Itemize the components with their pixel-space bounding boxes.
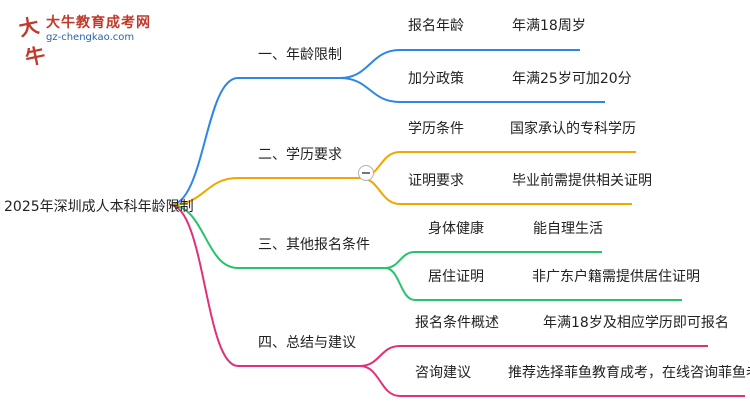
branch-education[interactable]: 二、学历要求 — [258, 147, 342, 163]
branch-age-limit[interactable]: 一、年龄限制 — [258, 47, 342, 63]
leaf-cond-value-1[interactable]: 能自理生活 — [533, 221, 603, 237]
root-topic[interactable]: 2025年深圳成人本科年龄限制 — [4, 199, 194, 215]
connector-summary-leaf-2 — [359, 365, 745, 397]
leaf-edu-value-2[interactable]: 毕业前需提供相关证明 — [512, 173, 652, 189]
leaf-age-key-2[interactable]: 加分政策 — [408, 71, 464, 87]
connector-conditions-leaf-2 — [384, 267, 682, 301]
leaf-sum-value-2[interactable]: 推荐选择菲鱼教育成考，在线咨询菲鱼老师 — [508, 365, 750, 381]
branch-summary[interactable]: 四、总结与建议 — [258, 335, 356, 351]
leaf-age-key-1[interactable]: 报名年龄 — [408, 18, 464, 34]
connector-age-leaf-1 — [339, 49, 580, 79]
leaf-age-value-2[interactable]: 年满25岁可加20分 — [512, 71, 632, 87]
logo-icon: 大牛 — [16, 13, 48, 71]
connector-conditions — [169, 204, 385, 269]
logo-name: 大牛教育成考网 — [46, 15, 151, 31]
branch-other-conditions[interactable]: 三、其他报名条件 — [258, 237, 370, 253]
leaf-cond-value-2[interactable]: 非广东户籍需提供居住证明 — [532, 269, 700, 285]
logo-url: gz-chengkao.com — [46, 32, 135, 43]
connector-age — [169, 77, 340, 206]
connector-summary — [169, 204, 360, 367]
leaf-cond-key-2[interactable]: 居住证明 — [428, 269, 484, 285]
leaf-cond-key-1[interactable]: 身体健康 — [428, 221, 484, 237]
leaf-edu-key-2[interactable]: 证明要求 — [408, 173, 464, 189]
connector-summary-leaf-1 — [359, 345, 708, 367]
connector-conditions-leaf-1 — [384, 251, 602, 269]
minus-icon — [362, 172, 370, 174]
collapse-button[interactable] — [358, 165, 374, 181]
leaf-edu-value-1[interactable]: 国家承认的专科学历 — [510, 121, 636, 137]
leaf-edu-key-1[interactable]: 学历条件 — [408, 121, 464, 137]
connector-age-leaf-2 — [339, 77, 605, 103]
leaf-age-value-1[interactable]: 年满18周岁 — [512, 18, 586, 34]
leaf-sum-key-2[interactable]: 咨询建议 — [415, 365, 471, 381]
site-logo[interactable]: 大牛 大牛教育成考网 gz-chengkao.com — [6, 10, 206, 71]
leaf-sum-value-1[interactable]: 年满18岁及相应学历即可报名 — [543, 315, 729, 331]
connector-education — [169, 177, 360, 206]
leaf-sum-key-1[interactable]: 报名条件概述 — [415, 315, 499, 331]
